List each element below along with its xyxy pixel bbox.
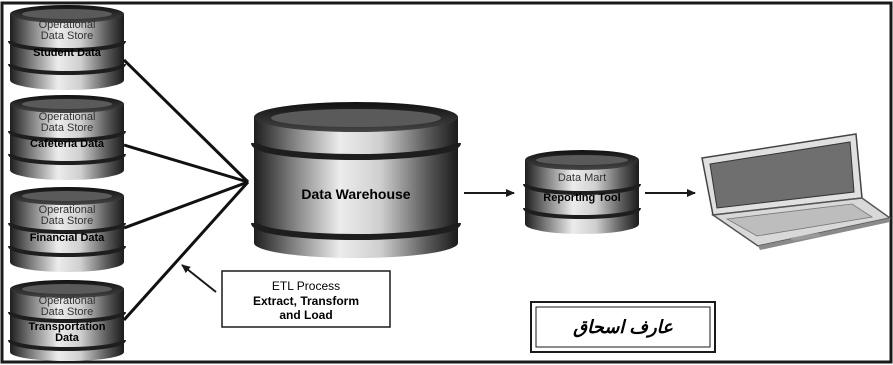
store-header-line1: Operational — [39, 19, 96, 31]
operational-store-financial: Operational Data Store Financial Data — [8, 187, 126, 272]
signature-box: عارف اسحاق — [530, 301, 716, 353]
store-header-line2: Data Store — [41, 306, 94, 318]
store-header-line2: Data Store — [41, 30, 94, 42]
etl-title: ETL Process — [272, 279, 340, 293]
store-label-line2: Data — [55, 332, 80, 344]
data-mart-cylinder: Data Mart Reporting Tool — [523, 150, 641, 234]
store-header-line2: Data Store — [41, 215, 94, 227]
etl-line1: Extract, Transform — [253, 294, 359, 308]
operational-store-transportation: Operational Data Store Transportation Da… — [8, 280, 126, 361]
datamart-header: Data Mart — [558, 172, 606, 184]
store-header-line1: Operational — [39, 111, 96, 123]
laptop-icon — [701, 133, 892, 250]
connector-lines — [122, 58, 250, 322]
store-label: Cafeteria Data — [30, 138, 105, 150]
warehouse-label: Data Warehouse — [301, 186, 410, 202]
operational-store-student: Operational Data Store Student Data — [8, 5, 126, 90]
etl-line2: and Load — [279, 308, 332, 322]
store-header-line2: Data Store — [41, 122, 94, 134]
store-label: Transportation — [28, 321, 105, 333]
store-header-line1: Operational — [39, 204, 96, 216]
arrow-etl-to-stores — [181, 264, 217, 293]
operational-store-cafeteria: Operational Data Store Cafeteria Data — [8, 95, 126, 180]
datamart-label: Reporting Tool — [543, 192, 620, 204]
store-label: Student Data — [33, 47, 102, 59]
data-warehouse-cylinder: Data Warehouse — [251, 102, 461, 258]
store-label: Financial Data — [30, 232, 105, 244]
signature-text: عارف اسحاق — [573, 317, 673, 338]
store-header-line1: Operational — [39, 295, 96, 307]
etl-process-box: ETL Process Extract, Transform and Load — [221, 270, 391, 328]
